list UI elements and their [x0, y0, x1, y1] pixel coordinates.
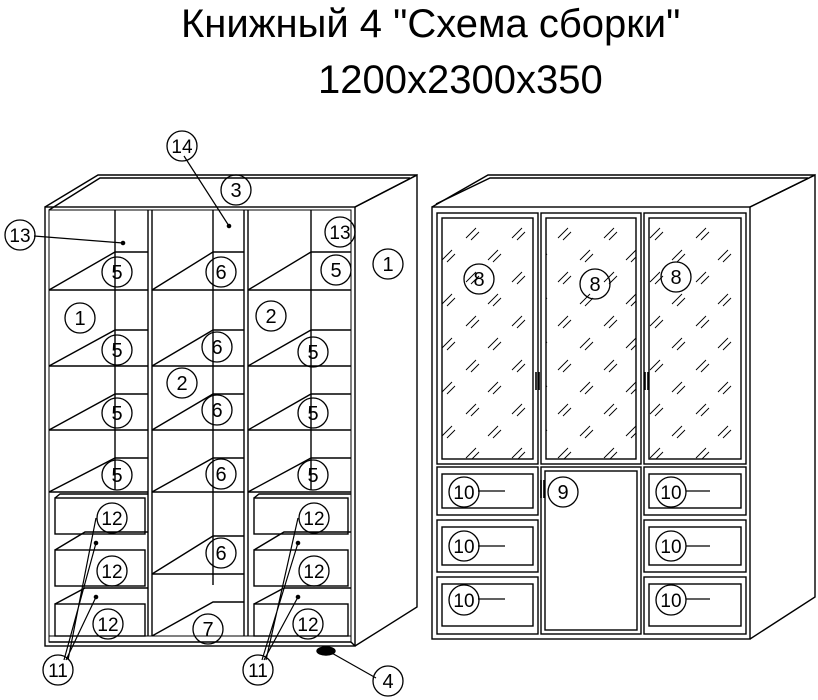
right-cabinet-callout-circle	[655, 476, 687, 508]
left-cabinet-callout-label: 5	[111, 262, 122, 284]
left-cabinet-callout-circle	[101, 256, 133, 288]
left-cabinet-callout-circle	[372, 665, 404, 697]
right-cabinet-callout-circle	[463, 263, 495, 295]
right-cabinet-callout-label: 10	[660, 537, 681, 558]
left-cabinet-callout-label: 14	[171, 137, 193, 158]
right-cabinet-callout-label: 10	[453, 483, 474, 504]
left-cabinet-callout-circle	[324, 216, 356, 248]
left-cabinet-callout-circle	[101, 397, 133, 429]
left-cabinet-callout-label: 12	[297, 615, 318, 636]
left-cabinet-callout-circle	[298, 555, 330, 587]
left-cabinet-callout-label: 5	[307, 465, 318, 487]
dimensions-label: 1200x2300x350	[318, 58, 603, 102]
left-cabinet-callout-circle	[297, 459, 329, 491]
left-cabinet-callout-circle	[96, 502, 128, 534]
left-cabinet-callout-label: 1	[74, 308, 85, 330]
left-cabinet-callout-label: 12	[101, 509, 122, 530]
left-cabinet-callout-circle	[64, 302, 96, 334]
left-cabinet-callout-label: 1	[382, 254, 393, 276]
right-cabinet-callout-label: 9	[557, 482, 568, 504]
right-cabinet-callout-label: 8	[589, 274, 600, 296]
right-cabinet-callout-circle	[448, 584, 480, 616]
right-cabinet-callout-circle	[547, 476, 579, 508]
left-cabinet-callout-circle	[320, 254, 352, 286]
left-cabinet-callout-label: 5	[111, 465, 122, 487]
left-cabinet-callout-circle	[372, 248, 404, 280]
left-cabinet-callout-label: 11	[248, 661, 268, 682]
right-cabinet-callout-label: 8	[473, 269, 484, 291]
right-cabinet-callout-circle	[655, 530, 687, 562]
left-cabinet-callout-label: 4	[382, 671, 393, 693]
leader-lines	[33, 155, 377, 679]
left-cabinet-callout-circle	[201, 394, 233, 426]
left-cabinet-callout-circle	[292, 608, 324, 640]
left-cabinet-callout-label: 2	[176, 373, 187, 395]
left-cabinet-callout-label: 13	[329, 223, 350, 244]
right-cabinet-callout-circle	[448, 476, 480, 508]
left-cabinet-callout-label: 13	[9, 226, 30, 247]
left-cabinet-callout-circle	[192, 613, 224, 645]
left-cabinet-callout-label: 6	[215, 464, 226, 486]
right-cabinet-callout-circle	[448, 530, 480, 562]
left-cabinet-callout-circle	[242, 654, 274, 686]
left-cabinet-callout-label: 6	[211, 400, 222, 422]
left-cabinet-callout-label: 12	[101, 562, 122, 583]
right-cabinet-callout-circle	[655, 584, 687, 616]
left-cabinet-callout-circle	[205, 256, 237, 288]
left-cabinet-callout-label: 5	[330, 260, 341, 282]
left-cabinet-callout-label: 5	[111, 340, 122, 362]
left-cabinet-callout-label: 12	[303, 509, 324, 530]
left-cabinet-callout-label: 12	[303, 562, 324, 583]
left-cabinet-callout-circle	[297, 397, 329, 429]
left-cabinet-callout-circle	[255, 300, 287, 332]
right-cabinet-callout-label: 10	[660, 591, 681, 612]
left-cabinet-callout-circle	[101, 334, 133, 366]
left-cabinet-callout-label: 5	[307, 403, 318, 425]
left-cabinet-callout-label: 11	[48, 661, 68, 682]
left-cabinet-callout-label: 6	[215, 262, 226, 284]
left-cabinet-callout-label: 5	[307, 342, 318, 364]
right-cabinet-callout-label: 10	[660, 483, 681, 504]
left-cabinet-callout-circle	[297, 336, 329, 368]
right-cabinet-callout-label: 10	[453, 537, 474, 558]
left-cabinet-callout-circle	[92, 608, 124, 640]
right-cabinet	[431, 173, 816, 640]
right-cabinet-callout-circle	[660, 261, 692, 293]
left-cabinet-callout-label: 7	[202, 619, 213, 641]
right-cabinet-callout-label: 10	[453, 591, 474, 612]
left-cabinet-callout-circle	[166, 130, 198, 162]
left-cabinet-callout-circle	[101, 459, 133, 491]
left-cabinet-callout-circle	[298, 502, 330, 534]
left-cabinet-callout-label: 3	[230, 180, 241, 202]
left-cabinet-callout-circle	[205, 537, 237, 569]
diagram-title: Книжный 4 "Схема сборки"	[181, 2, 681, 46]
left-cabinet-callout-label: 2	[265, 306, 276, 328]
left-cabinet-callout-circle	[220, 174, 252, 206]
right-cabinet-callout-label: 8	[670, 267, 681, 289]
left-cabinet-callout-circle	[4, 219, 36, 251]
left-cabinet-callout-circle	[96, 555, 128, 587]
left-cabinet-callout-circle	[42, 654, 74, 686]
left-cabinet-callout-label: 5	[111, 403, 122, 425]
left-cabinet-callout-label: 12	[97, 615, 118, 636]
left-cabinet-callout-circle	[166, 367, 198, 399]
left-cabinet-callout-circle	[201, 331, 233, 363]
right-cabinet-callout-circle	[579, 268, 611, 300]
left-cabinet-callout-circle	[205, 458, 237, 490]
left-cabinet-callout-label: 6	[211, 337, 222, 359]
left-cabinet-callout-label: 6	[215, 543, 226, 565]
